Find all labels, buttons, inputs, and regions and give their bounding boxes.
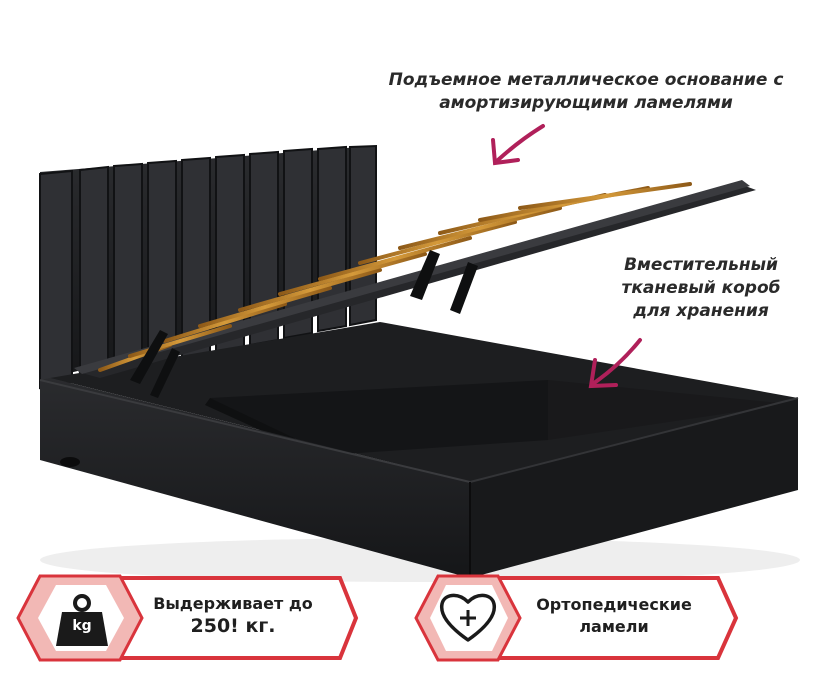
weight-icon-label: kg <box>72 618 92 634</box>
weight-badge-line2: 250! кг. <box>190 615 276 637</box>
storage-box-callout-line3: для хранения <box>633 301 769 321</box>
orthopedic-badge <box>414 574 739 662</box>
storage-box-callout: Вместительный тканевый короб для хранени… <box>596 254 806 323</box>
weight-badge-text: Выдерживает до 250! кг. <box>132 593 334 637</box>
storage-box-callout-line2: тканевый короб <box>621 278 781 298</box>
storage-box-arrow <box>588 338 642 389</box>
weight-badge <box>16 574 359 662</box>
lift-base-callout: Подъемное металлическое основание с амор… <box>360 69 812 115</box>
weight-icon <box>56 594 108 646</box>
bed-frame <box>39 378 799 578</box>
weight-badge-line1: Выдерживает до <box>153 594 313 613</box>
lift-base-arrow <box>491 124 545 166</box>
orthopedic-badge-line1: Ортопедические <box>536 595 692 614</box>
lift-base-callout-line2: амортизирующими ламелями <box>439 93 733 113</box>
orthopedic-badge-line2: ламели <box>579 617 649 636</box>
storage-box-callout-line1: Вместительный <box>624 255 778 275</box>
heart-plus-icon <box>439 593 497 642</box>
storage-box <box>50 322 798 482</box>
lift-base-callout-line1: Подъемное металлическое основание с <box>388 70 784 90</box>
orthopedic-badge-text: Ортопедические ламели <box>510 594 718 638</box>
lift-base <box>74 180 756 398</box>
